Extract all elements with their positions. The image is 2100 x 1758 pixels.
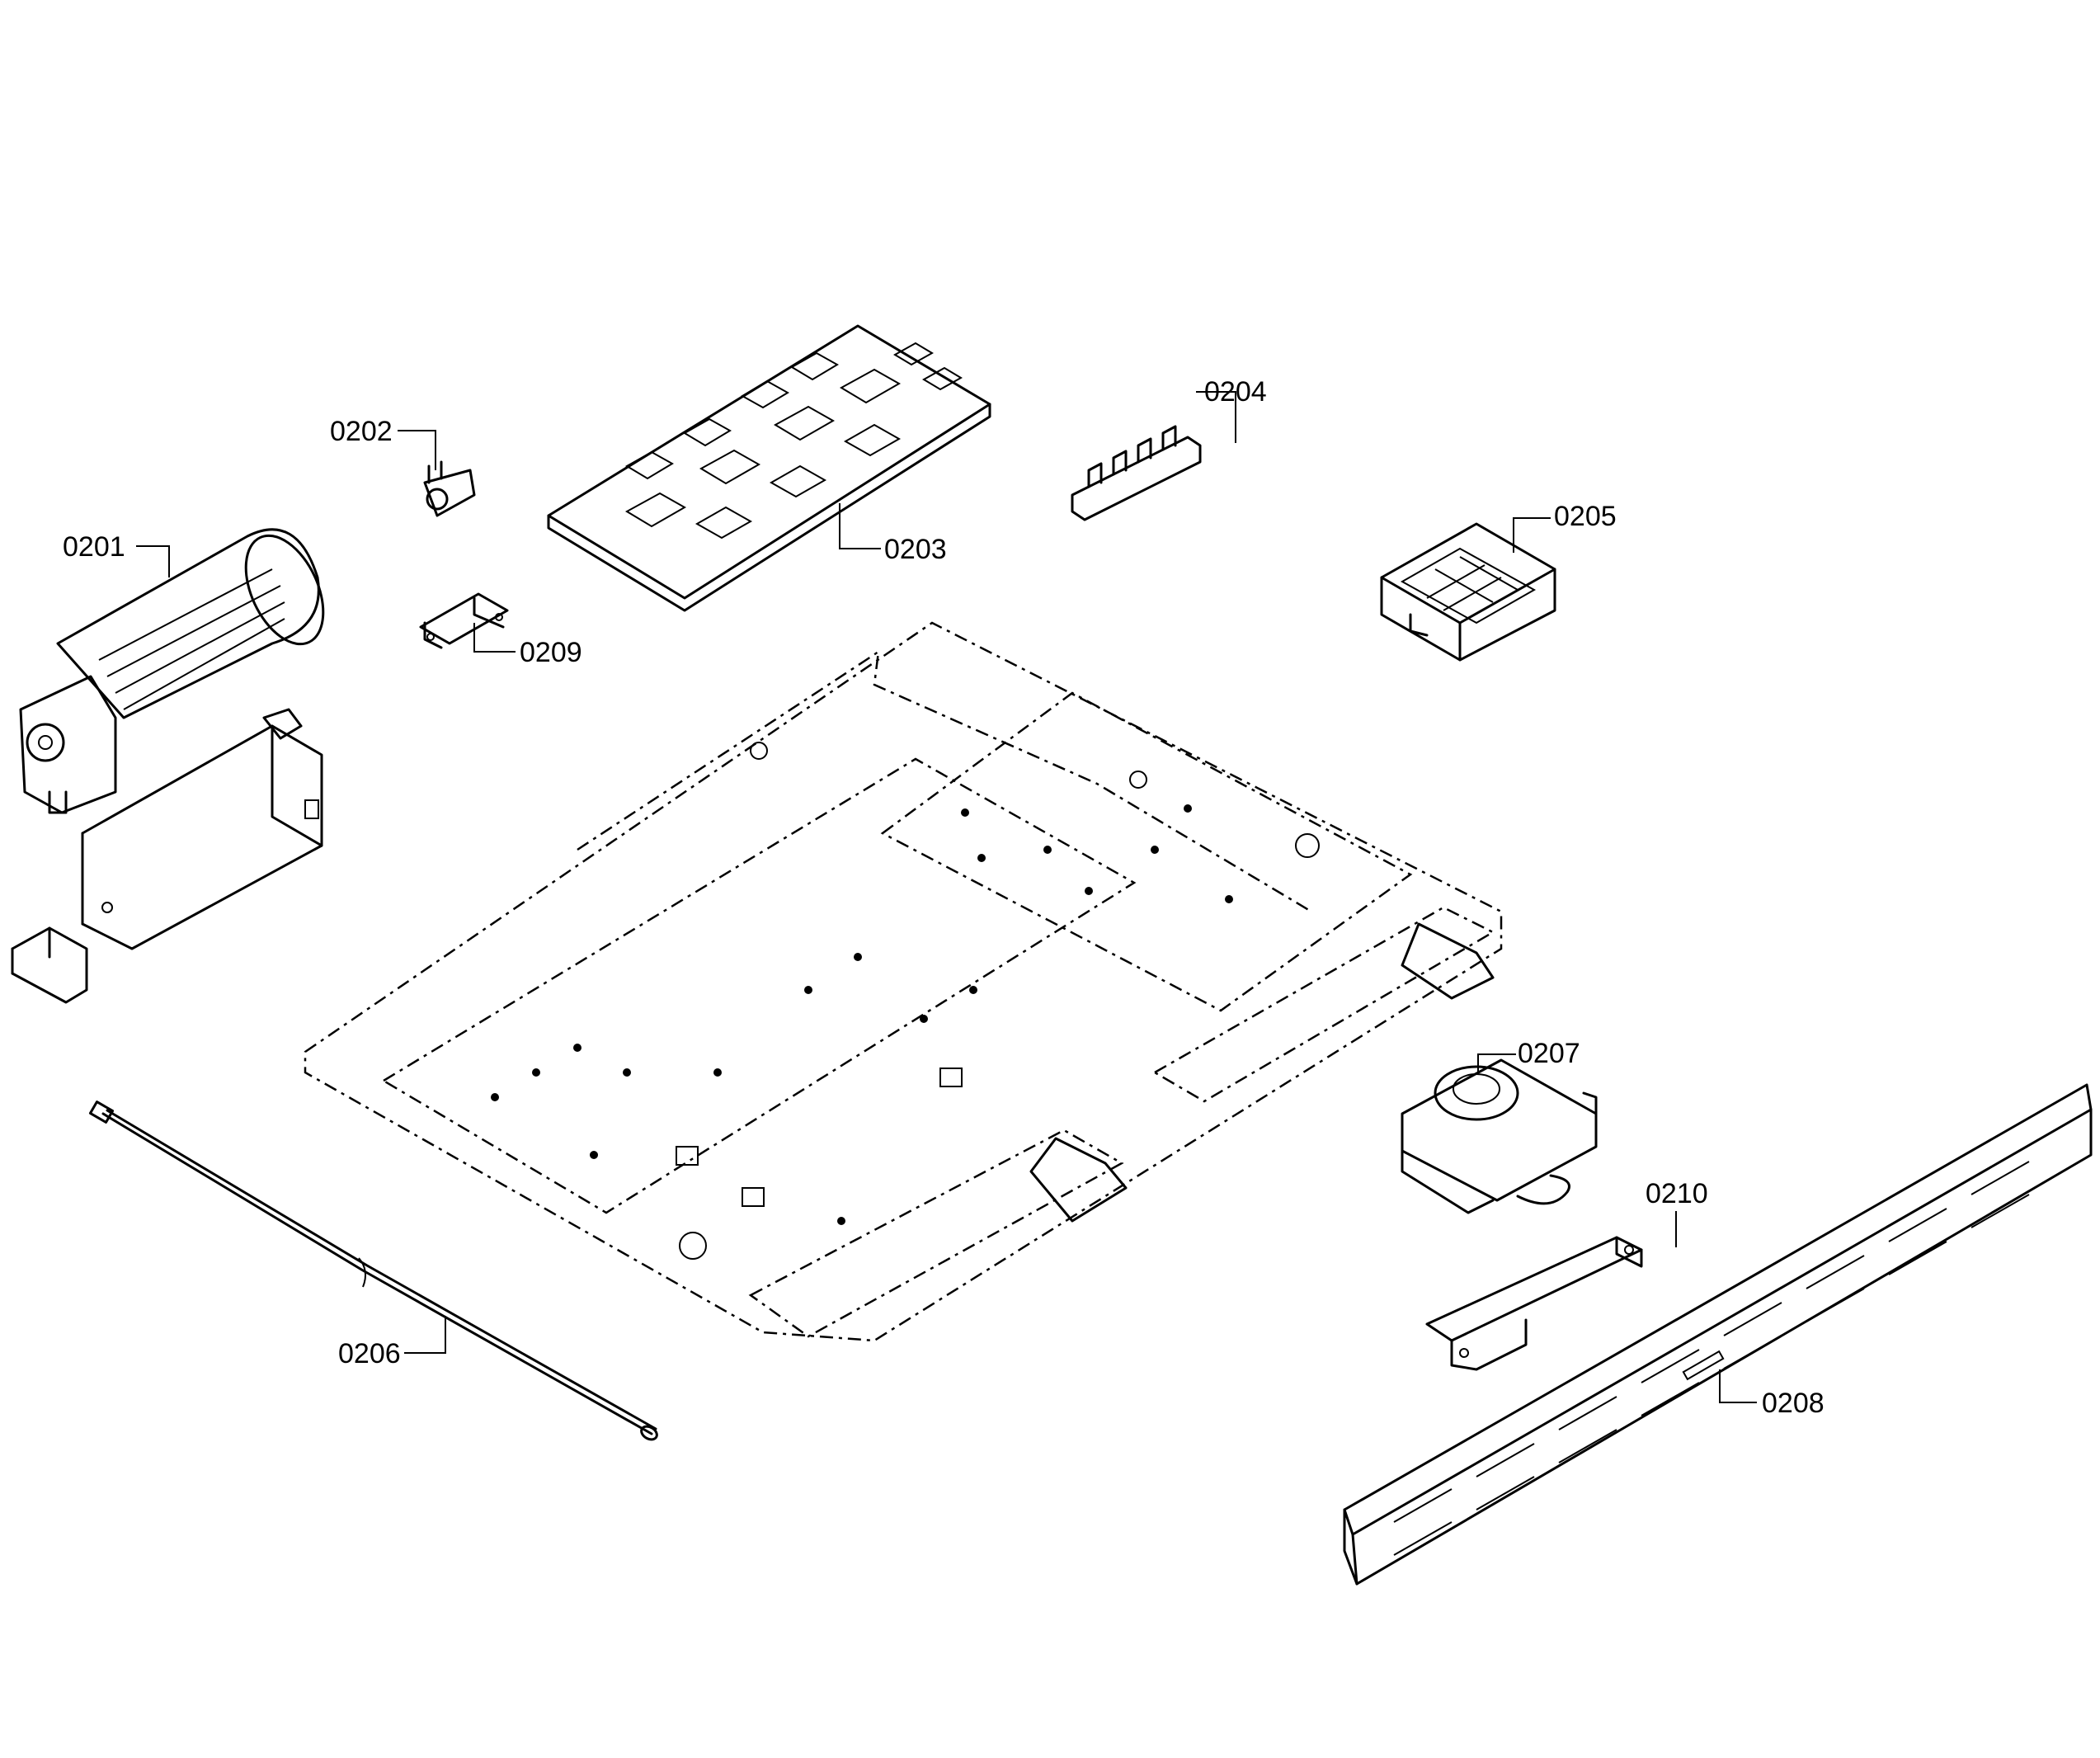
leader-0202 xyxy=(398,430,436,470)
callout-0206: 0206 xyxy=(338,1338,401,1369)
part-0206-sensor-rod[interactable] xyxy=(88,1101,659,1442)
callout-labels: 0201 0202 0203 0204 0205 0206 0207 0208 … xyxy=(63,376,1825,1419)
part-0204-terminal-strip[interactable] xyxy=(1071,425,1202,521)
leader-0207 xyxy=(1477,1053,1516,1072)
leader-0209 xyxy=(473,623,516,653)
part-0205-connector-housing[interactable] xyxy=(1380,522,1556,662)
callout-0209: 0209 xyxy=(520,637,582,668)
callout-0208: 0208 xyxy=(1762,1388,1825,1419)
part-0201-fan-assembly[interactable] xyxy=(11,524,339,1004)
leader-0206 xyxy=(404,1316,446,1354)
callout-0210: 0210 xyxy=(1646,1178,1708,1209)
part-0207-door-latch[interactable] xyxy=(1401,1058,1598,1214)
leader-0201 xyxy=(136,545,170,577)
callout-0204: 0204 xyxy=(1204,376,1267,408)
part-0210-bracket[interactable] xyxy=(1425,1236,1643,1371)
leader-0205 xyxy=(1513,517,1551,553)
leader-lines xyxy=(136,391,1757,1403)
callout-0205: 0205 xyxy=(1554,501,1617,532)
callout-0202: 0202 xyxy=(330,416,393,447)
leader-0208 xyxy=(1719,1369,1757,1403)
part-0203-control-board[interactable] xyxy=(547,324,991,612)
callout-0203: 0203 xyxy=(884,534,947,565)
leader-0204 xyxy=(1196,391,1236,443)
part-0202-thermostat[interactable] xyxy=(423,460,476,517)
callout-0207: 0207 xyxy=(1518,1038,1580,1069)
part-0209-bracket[interactable] xyxy=(419,592,509,649)
leader-0203 xyxy=(839,503,881,549)
part-0208-vent-rail[interactable] xyxy=(1343,1083,2093,1586)
base-plate xyxy=(304,621,1503,1342)
callout-0201: 0201 xyxy=(63,531,125,563)
